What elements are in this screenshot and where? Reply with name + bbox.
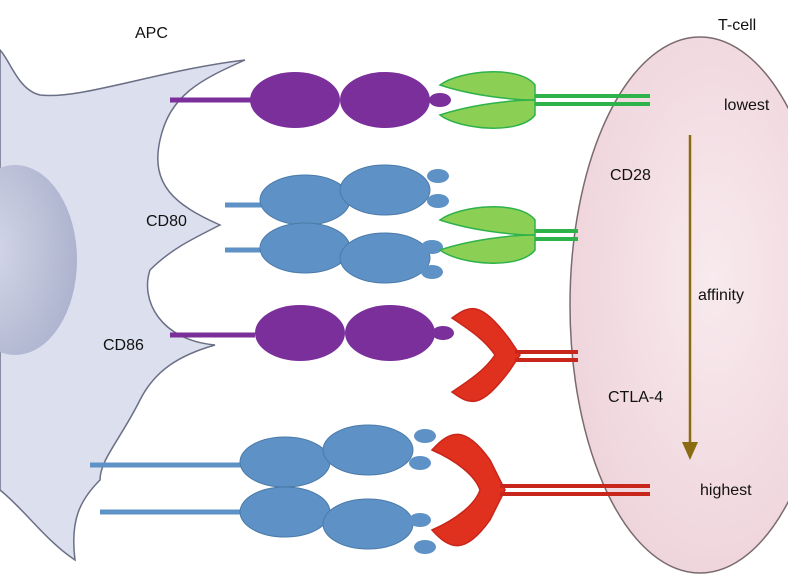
label-cd80: CD80 <box>146 213 187 230</box>
pair-cd80-ctla4 <box>90 424 650 554</box>
label-affinity: affinity <box>698 287 744 304</box>
label-highest: highest <box>700 482 752 499</box>
affinity-arrow <box>682 135 698 460</box>
apc-nucleus <box>0 165 77 355</box>
label-apc: APC <box>135 25 168 42</box>
label-lowest: lowest <box>724 97 770 114</box>
label-tcell: T-cell <box>718 17 756 34</box>
label-cd86: CD86 <box>103 337 144 354</box>
pair-cd86-cd28 <box>170 71 650 129</box>
pair-cd86-ctla4 <box>170 305 578 403</box>
t-cell <box>569 36 788 574</box>
pair-cd80-cd28 <box>225 164 578 284</box>
label-ctla4: CTLA-4 <box>608 389 663 406</box>
apc-cell <box>0 48 246 562</box>
label-cd28: CD28 <box>610 167 651 184</box>
